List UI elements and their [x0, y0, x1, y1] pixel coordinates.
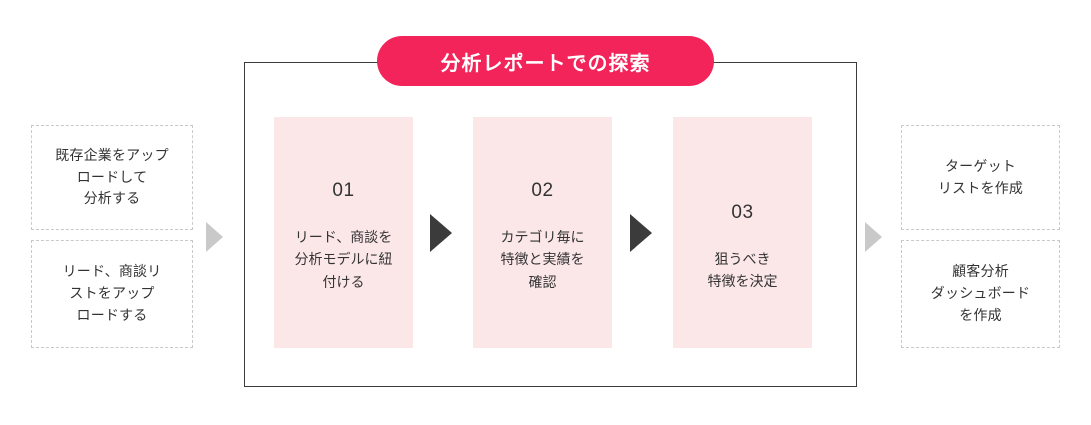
step-card-1: 01 リード、商談を 分析モデルに紐 付ける: [274, 117, 413, 348]
triangle-right-icon-output: [865, 222, 882, 252]
triangle-right-icon-step-1-2: [430, 214, 452, 252]
step-card-2: 02 カテゴリ毎に 特徴と実績を 確認: [473, 117, 612, 348]
output-box-2-label: 顧客分析 ダッシュボード を作成: [930, 263, 1031, 323]
output-box-2: 顧客分析 ダッシュボード を作成: [901, 240, 1060, 348]
diagram-title-pill: 分析レポートでの探索: [377, 36, 714, 86]
output-box-1: ターゲット リストを作成: [901, 125, 1060, 230]
input-box-1: 既存企業をアップ ロードして 分析する: [31, 125, 193, 230]
step-1-number: 01: [332, 180, 355, 201]
step-2-text: カテゴリ毎に 特徴と実績を 確認: [500, 229, 585, 290]
input-box-1-label: 既存企業をアップ ロードして 分析する: [55, 146, 169, 207]
triangle-right-icon-input: [206, 222, 223, 252]
triangle-right-icon-step-2-3: [630, 214, 652, 252]
step-1-text: リード、商談を 分析モデルに紐 付ける: [294, 229, 393, 290]
diagram-title-label: 分析レポートでの探索: [440, 52, 651, 75]
output-box-1-label: ターゲット リストを作成: [937, 157, 1024, 196]
step-3-text: 狙うべき 特徴を決定: [707, 251, 778, 290]
input-box-2: リード、商談リ ストをアップ ロードする: [31, 240, 193, 348]
step-3-number: 03: [731, 202, 754, 223]
step-card-3: 03 狙うべき 特徴を決定: [673, 117, 812, 348]
step-2-number: 02: [531, 180, 554, 201]
input-box-2-label: リード、商談リ ストをアップ ロードする: [62, 263, 162, 323]
